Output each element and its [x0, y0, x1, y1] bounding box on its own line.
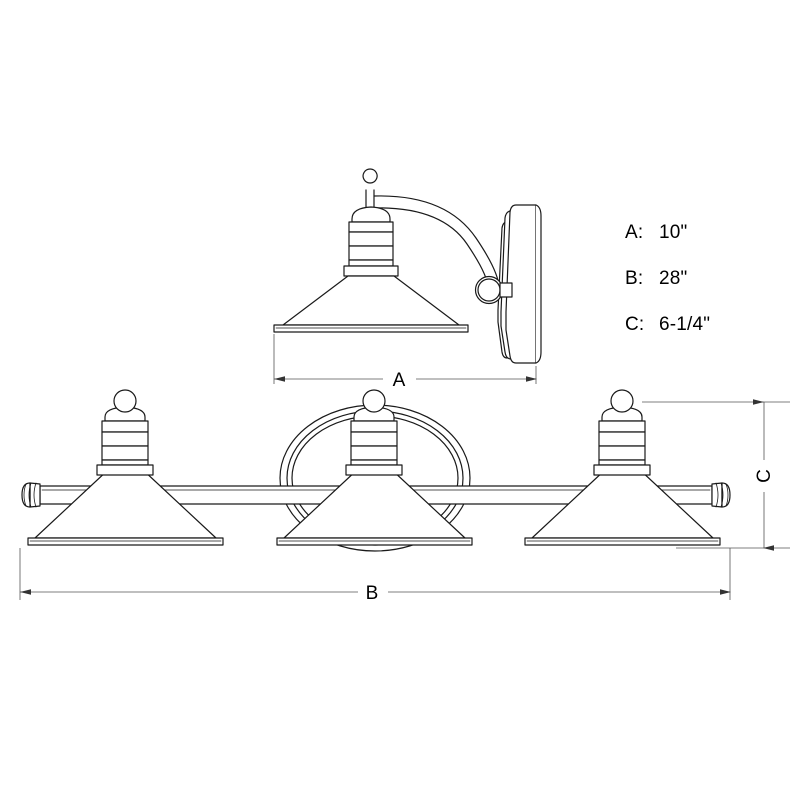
dimension-c-label: C [754, 469, 775, 483]
socket-housing [96, 406, 154, 476]
dimension-key-a: A: [625, 222, 644, 243]
hanger-loop [362, 168, 378, 211]
lamp-left [27, 389, 224, 546]
ball-finial [362, 389, 386, 413]
single-lamp-side-view [273, 168, 542, 364]
dimension-row-c: C: 6-1/4" [625, 314, 795, 360]
ribbed-end-cap-left [21, 482, 41, 508]
ball-finial [610, 389, 634, 413]
cone-shade [524, 468, 721, 546]
dimension-row-a: A: 10" [625, 222, 795, 268]
dimension-a [273, 334, 537, 384]
dimension-row-b: B: 28" [625, 268, 795, 314]
dimension-b-label: B [366, 583, 379, 604]
dimension-c [642, 399, 790, 551]
dimension-a-label: A [393, 370, 406, 391]
cone-shade [27, 468, 224, 546]
lamp-right [524, 389, 721, 546]
cone-shade [276, 468, 473, 546]
ball-finial [113, 389, 137, 413]
ribbed-end-cap-right [711, 482, 731, 508]
socket-housing [593, 406, 651, 476]
dimension-value-b: 28" [659, 268, 688, 289]
dimension-value-a: 10" [659, 222, 688, 243]
cone-shade [273, 275, 469, 333]
socket-housing [343, 206, 399, 277]
dimension-key-b: B: [625, 268, 644, 289]
dimension-value-c: 6-1/4" [659, 314, 711, 335]
socket-housing [345, 406, 403, 476]
arm-ring-joint [474, 275, 513, 305]
lamp-center [276, 389, 473, 546]
dimension-legend: A: 10" B: 28" C: 6-1/4" [625, 222, 795, 360]
dimension-b [19, 548, 731, 600]
dimension-key-c: C: [625, 314, 645, 335]
three-light-front-view [21, 389, 731, 552]
